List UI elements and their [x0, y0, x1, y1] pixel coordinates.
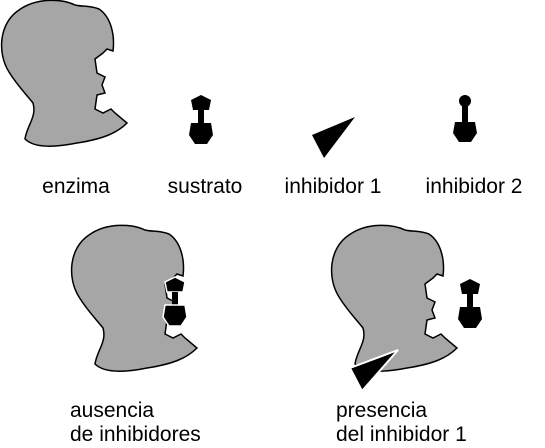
bound-substrate — [162, 276, 188, 327]
inhibitor1-molecule — [312, 117, 355, 158]
enzyme-with-substrate — [70, 224, 198, 373]
label-substrate: sustrato — [167, 175, 243, 198]
label-inhibitor2: inhibidor 2 — [425, 175, 523, 198]
substrate-molecule — [189, 95, 213, 144]
label-inhibitor1-present-line2: del inhibidor 1 — [336, 423, 467, 446]
label-inhibitor1-present-line1: presencia — [336, 399, 428, 422]
inhibitor2-molecule — [453, 95, 477, 142]
label-enzyme: enzima — [42, 175, 110, 198]
free-substrate — [458, 279, 482, 328]
enzyme-with-inhibitor1 — [330, 224, 458, 373]
bound-inhibitor1 — [348, 349, 399, 393]
enzyme-shape — [0, 0, 128, 148]
label-no-inhibitors-line2: de inhibidores — [70, 423, 201, 446]
label-inhibitor1: inhibidor 1 — [284, 175, 382, 198]
label-no-inhibitors-line1: ausencia — [70, 399, 155, 422]
